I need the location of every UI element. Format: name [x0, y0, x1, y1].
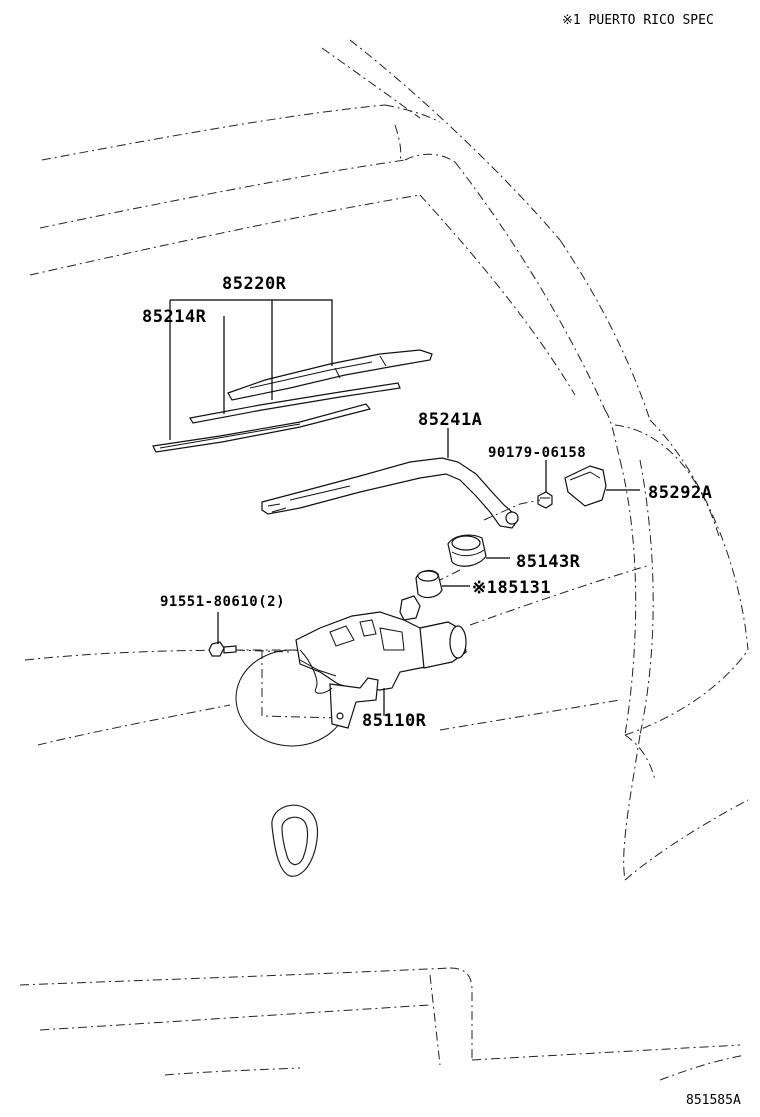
label-85214R: 85214R	[142, 307, 207, 327]
wiper-arm	[261, 457, 519, 529]
handle-recess	[271, 804, 319, 877]
wiper-motor	[235, 595, 467, 747]
label-90179-06158: 90179-06158	[488, 445, 586, 461]
seal-part	[415, 569, 443, 599]
label-85110R: 85110R	[362, 711, 427, 731]
label-85143R: 85143R	[516, 552, 581, 572]
cap-part	[564, 465, 607, 507]
label-85241A: 85241A	[418, 410, 482, 430]
wiper-blade-assembly	[152, 349, 433, 453]
vehicle-body-outline	[19, 39, 749, 1081]
installation-lines	[235, 499, 541, 719]
figure-id: 851585A	[686, 1093, 741, 1108]
label-85292A: 85292A	[648, 483, 712, 503]
grommet-part	[447, 534, 487, 567]
label-85220R: 85220R	[222, 274, 287, 294]
label-185131: ※185131	[472, 578, 551, 598]
leader-lines	[169, 299, 640, 716]
bolt-part	[208, 641, 237, 657]
label-91551-80610: 91551-80610(2)	[160, 594, 285, 610]
spec-note: ※1 PUERTO RICO SPEC	[562, 13, 714, 28]
nut-part	[537, 491, 553, 509]
